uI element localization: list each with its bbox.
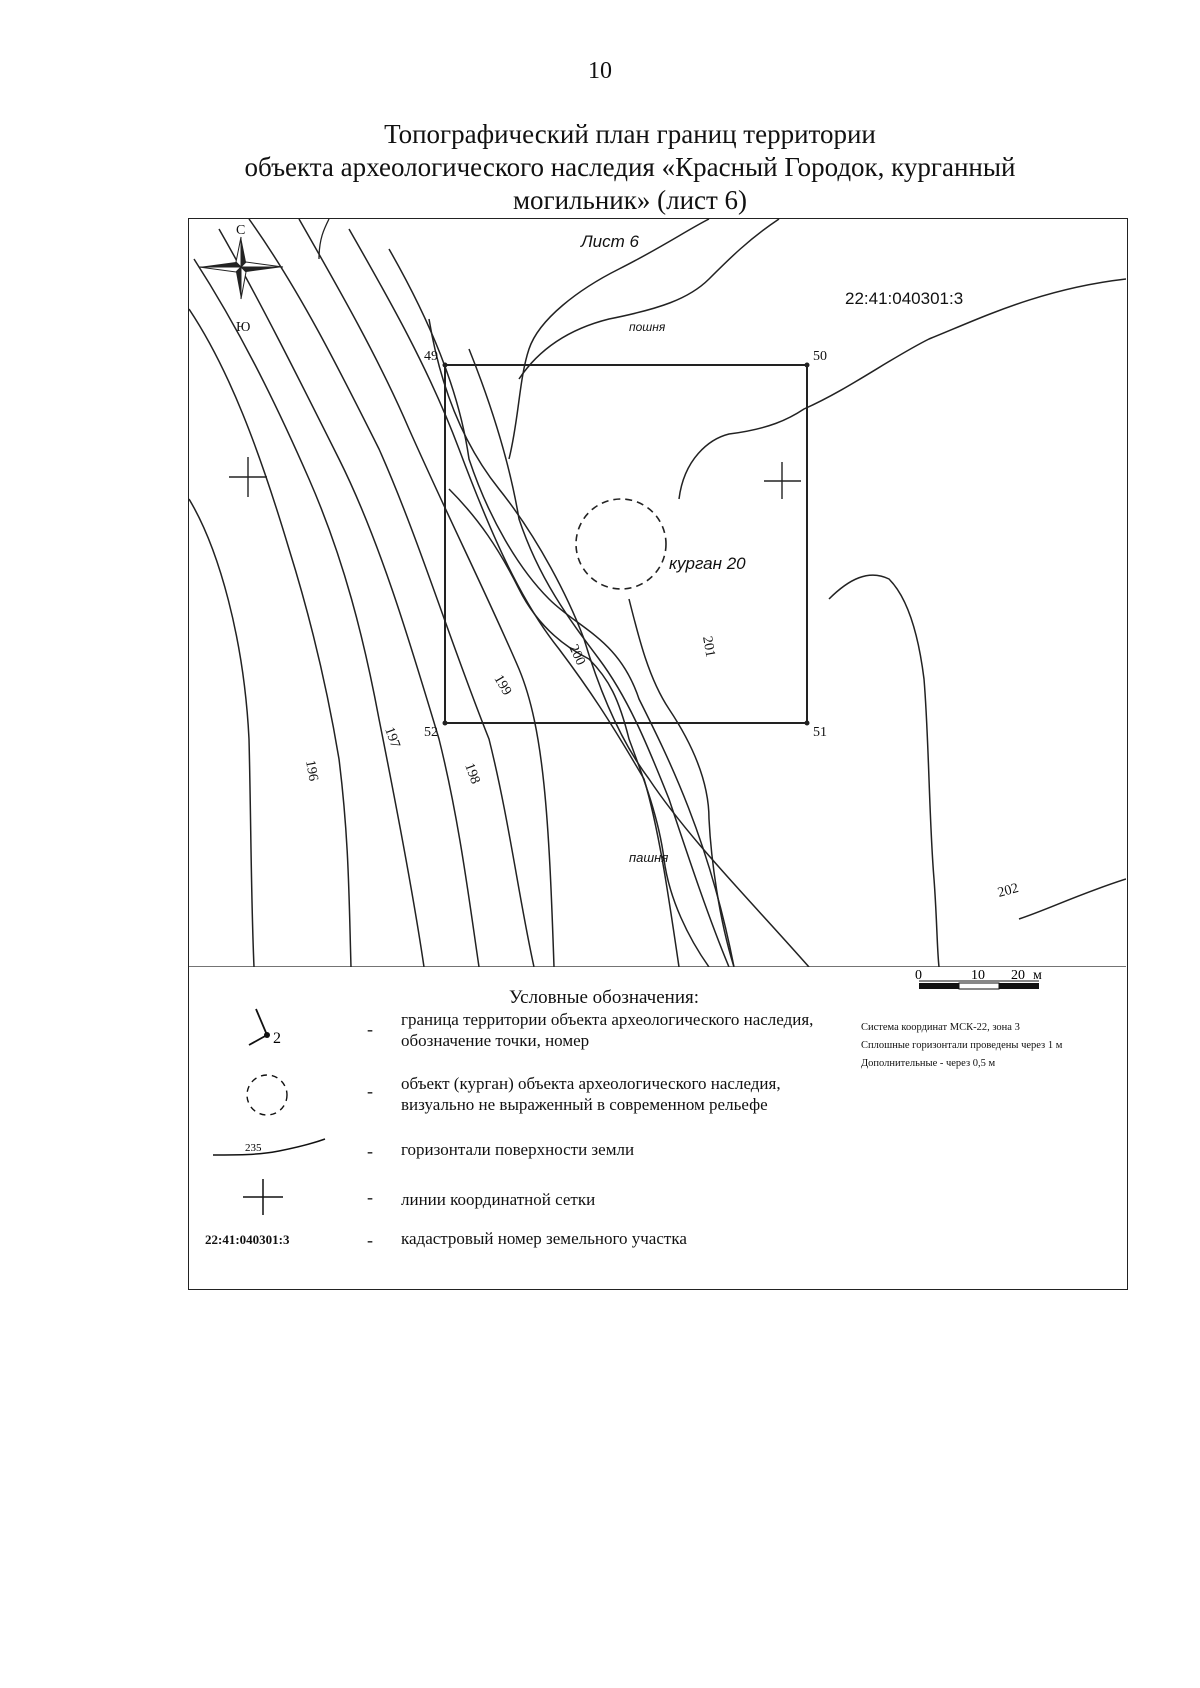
boundary-point: [442, 720, 448, 726]
contour-label-196: 196: [302, 759, 320, 782]
title-line-1: Топографический план границ территории: [384, 119, 876, 149]
contour-label-201: 201: [699, 635, 717, 658]
legend-title: Условные обозначения:: [509, 987, 700, 1008]
point-label-50: 50: [813, 349, 827, 364]
compass-north-label: С: [236, 223, 245, 238]
coordinate-system-note: Система координат МСК-22, зона 3: [861, 1022, 1020, 1033]
territory-boundary: [444, 364, 808, 724]
contour-line: [448, 488, 710, 967]
legend-text-cadastral: кадастровый номер земельного участка: [401, 1229, 687, 1248]
legend-item-boundary: 2 - граница территории объекта археологи…: [189, 1007, 889, 1057]
legend-item-grid: - линии координатной сетки: [189, 1177, 889, 1217]
compass-rose: [198, 236, 284, 300]
legend-text-contours: горизонтали поверхности земли: [401, 1140, 635, 1159]
topographic-map: С Ю 49 50 51 52 Лист 6 22:41:040301:3 по…: [189, 219, 1126, 967]
mound-outline: [575, 498, 667, 590]
contour-line: [298, 219, 555, 967]
cadastral-number-label: 22:41:040301:3: [845, 289, 963, 308]
contour-label-197: 197: [381, 725, 402, 750]
legend: 0 10 20 м Система координат МСК-22, зона…: [189, 967, 1126, 1289]
grid-crosses: [229, 457, 801, 499]
contour-line: [1018, 878, 1126, 920]
legend-item-mound: - объект (курган) объекта археологическо…: [189, 1067, 889, 1127]
point-label-49: 49: [424, 349, 438, 364]
contour-line: [428, 318, 810, 967]
legend-text-boundary: граница территории объекта археологическ…: [401, 1010, 814, 1050]
page-number: 10: [588, 58, 612, 84]
contour-line: [678, 278, 1126, 500]
legend-item-contours: 235 - горизонтали поверхности земли: [189, 1135, 889, 1171]
contour-line: [388, 248, 735, 967]
contour-line: [828, 574, 940, 967]
contour-line: [318, 219, 330, 260]
boundary-point: [804, 720, 810, 726]
scale-tick-10: 10: [971, 968, 985, 983]
grid-cross-icon: [209, 1177, 359, 1222]
compass-south-label: Ю: [236, 320, 250, 335]
cadastral-number-sample: 22:41:040301:3: [205, 1232, 290, 1247]
scale-tick-0: 0: [915, 968, 922, 983]
map-frame: С Ю 49 50 51 52 Лист 6 22:41:040301:3 по…: [188, 218, 1128, 1290]
contour-line: [218, 228, 480, 967]
svg-text:2: 2: [273, 1030, 281, 1047]
contour-line: [248, 219, 535, 967]
sheet-label: Лист 6: [580, 232, 639, 251]
point-label-52: 52: [424, 725, 438, 740]
legend-text-mound: объект (курган) объекта археологического…: [401, 1074, 781, 1114]
contour-label-198: 198: [461, 761, 482, 786]
additional-contours-note: Дополнительные - через 0,5 м: [861, 1058, 996, 1069]
mound-label: курган 20: [669, 554, 746, 573]
svg-text:235: 235: [245, 1142, 262, 1154]
contour-line-icon: 235: [209, 1135, 359, 1172]
contour-line: [518, 219, 780, 380]
boundary-point-icon: 2: [209, 1007, 359, 1060]
title-line-3: могильник» (лист 6): [512, 185, 748, 215]
contour-label-202: 202: [996, 881, 1020, 901]
legend-text-grid: линии координатной сетки: [401, 1190, 596, 1209]
contour-line: [468, 348, 730, 967]
field-label-bottom: пашня: [629, 850, 668, 865]
contour-label-199: 199: [491, 673, 514, 699]
scale-notes: Система координат МСК-22, зона 3 Сплошны…: [861, 1019, 1126, 1073]
contour-line: [193, 258, 425, 967]
boundary-point: [442, 362, 448, 368]
contour-line: [508, 219, 710, 460]
field-label-top: пошня: [629, 320, 666, 334]
scale-unit: м: [1033, 968, 1042, 983]
scale-bar: 0 10 20 м: [909, 967, 1124, 1012]
contour-line: [348, 228, 680, 967]
contour-line: [628, 598, 735, 967]
map-title: Топографический план границ территории о…: [190, 118, 1070, 217]
legend-item-cadastral: 22:41:040301:3 - кадастровый номер земел…: [189, 1222, 889, 1252]
contour-line: [189, 308, 352, 967]
contour-line: [189, 498, 255, 967]
contour-label-200: 200: [565, 642, 587, 667]
title-line-2: объекта археологического наследия «Красн…: [244, 152, 1016, 182]
dashed-circle-icon: [209, 1067, 359, 1128]
contour-interval-note: Сплошные горизонтали проведены через 1 м: [861, 1040, 1063, 1051]
boundary-point: [804, 362, 810, 368]
point-label-51: 51: [813, 725, 827, 740]
scale-tick-20: 20: [1011, 968, 1025, 983]
